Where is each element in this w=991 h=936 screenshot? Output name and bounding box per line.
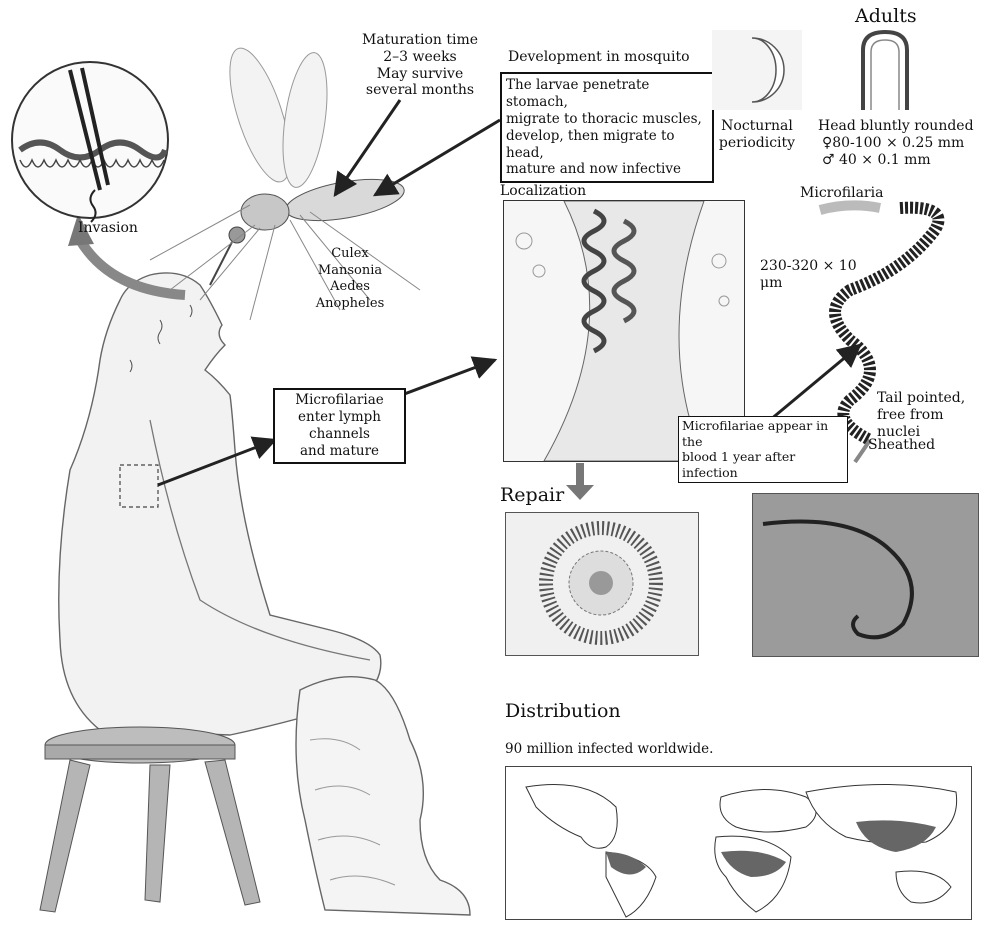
repair-heading: Repair xyxy=(500,484,564,507)
appear-box: Microfilariae appear in the blood 1 year… xyxy=(678,416,848,483)
repair-image xyxy=(505,512,699,656)
adults-description: Head bluntly rounded ♀80-100 × 0.25 mm ♂… xyxy=(818,118,974,168)
development-line-4: mature and now infective xyxy=(506,161,708,178)
maturation-line-3: May survive xyxy=(360,66,480,83)
lymph-line-3: and mature xyxy=(277,443,402,460)
world-map xyxy=(505,766,972,920)
maturation-line-4: several months xyxy=(360,82,480,99)
development-line-3: develop, then migrate to head, xyxy=(506,128,708,162)
development-line-2: migrate to thoracic muscles, xyxy=(506,111,708,128)
periodicity-line-1: Nocturnal xyxy=(712,118,802,135)
lymph-line-2: enter lymph channels xyxy=(277,409,402,443)
adults-line-1: Head bluntly rounded xyxy=(818,118,974,135)
microfilaria-size: 230-320 × 10 μm xyxy=(760,258,857,292)
distribution-caption: 90 million infected worldwide. xyxy=(505,741,713,757)
sheathed-label: Sheathed xyxy=(868,437,935,454)
periodicity-image xyxy=(712,30,802,110)
maturation-line-1: Maturation time xyxy=(360,32,480,49)
adults-line-3: ♂ 40 × 0.1 mm xyxy=(818,152,974,169)
vector-mansonia: Mansonia xyxy=(305,263,395,280)
microfilaria-size-line-2: μm xyxy=(760,275,857,292)
tail-line-1: Tail pointed, xyxy=(877,390,991,407)
adults-line-2: ♀80-100 × 0.25 mm xyxy=(818,135,974,152)
vector-anopheles: Anopheles xyxy=(305,296,395,313)
adults-heading: Adults xyxy=(855,5,917,28)
vector-culex: Culex xyxy=(305,246,395,263)
maturation-line-2: 2–3 weeks xyxy=(360,49,480,66)
localization-heading: Localization xyxy=(500,183,586,200)
lymph-line-1: Microfilariae xyxy=(277,392,402,409)
invasion-label: Invasion xyxy=(78,220,138,237)
worm-photo xyxy=(752,493,979,657)
vector-aedes: Aedes xyxy=(305,279,395,296)
adult-worm-image xyxy=(855,30,915,110)
vector-list: Culex Mansonia Aedes Anopheles xyxy=(305,246,395,313)
periodicity-line-2: periodicity xyxy=(712,135,802,152)
tail-description: Tail pointed, free from nuclei xyxy=(877,390,991,440)
distribution-heading: Distribution xyxy=(505,700,621,723)
tail-line-2: free from nuclei xyxy=(877,407,991,441)
appear-line-1: Microfilariae appear in the xyxy=(682,418,844,449)
periodicity-label: Nocturnal periodicity xyxy=(712,118,802,152)
lymph-box: Microfilariae enter lymph channels and m… xyxy=(273,388,406,464)
development-heading: Development in mosquito xyxy=(508,49,690,66)
development-box: The larvae penetrate stomach, migrate to… xyxy=(500,72,714,183)
appear-line-2: blood 1 year after infection xyxy=(682,449,844,480)
development-line-1: The larvae penetrate stomach, xyxy=(506,77,708,111)
microfilaria-size-line-1: 230-320 × 10 xyxy=(760,258,857,275)
maturation-text: Maturation time 2–3 weeks May survive se… xyxy=(360,32,480,99)
